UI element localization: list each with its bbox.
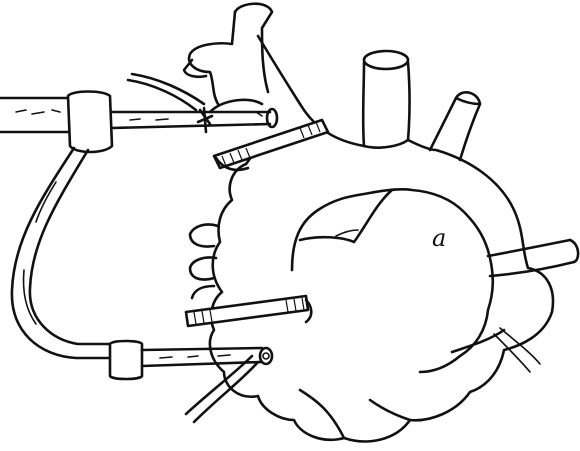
lower-cannula [110, 341, 272, 422]
upper-cannula [0, 74, 277, 152]
aorta-stub [363, 51, 409, 146]
connecting-tube [12, 148, 110, 358]
vessel-a: a [432, 224, 578, 276]
lower-clamp [186, 296, 311, 326]
lower-right-detail [300, 328, 540, 438]
vessel-label-a: a [432, 224, 446, 252]
inner-chamber [292, 189, 493, 372]
upper-vessel-branches [184, 4, 300, 104]
